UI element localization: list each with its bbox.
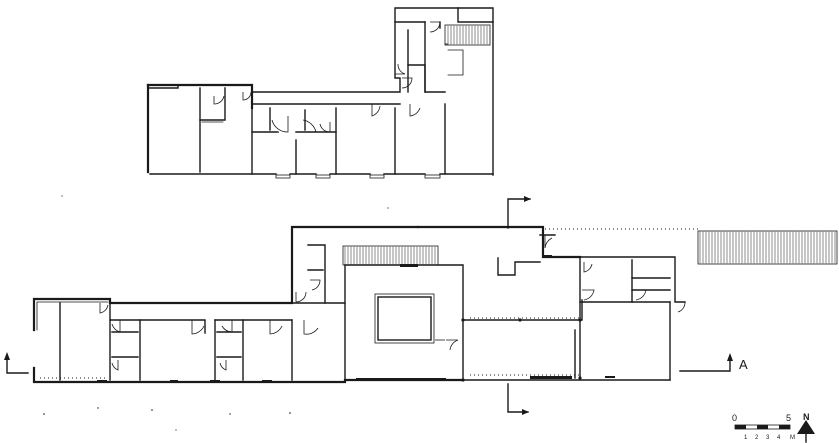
section-marker-label: A — [739, 357, 748, 372]
speckle-marks — [43, 195, 389, 431]
north-arrow-icon — [797, 420, 815, 434]
upper-stair — [444, 24, 491, 76]
upper-interior-walls — [199, 7, 494, 175]
scale-tick-1: 1 — [744, 435, 748, 441]
section-arrow-top — [507, 196, 531, 229]
scale-tick-2: 2 — [755, 435, 759, 441]
section-arrow-left — [4, 352, 29, 374]
scale-tick-5: 5 — [786, 413, 791, 423]
upper-stair-treads — [447, 25, 488, 45]
upper-doors — [213, 21, 441, 133]
ground-stairs — [342, 230, 838, 266]
ground-stair-treads — [344, 246, 436, 265]
ground-outer-walls — [32, 225, 686, 384]
column-marks — [461, 318, 582, 382]
section-arrow-right: A — [679, 353, 748, 372]
scale-tick-0: 0 — [732, 413, 737, 423]
courtyard — [374, 293, 435, 344]
ground-sills — [97, 255, 615, 383]
scale-tick-4: 4 — [777, 435, 781, 441]
ground-doors — [99, 235, 686, 371]
north-arrow: N — [797, 412, 815, 443]
scale-tick-3: 3 — [766, 435, 770, 441]
scale-bar: 0 1 2 3 4 5 M — [732, 413, 795, 441]
section-arrows: A — [4, 196, 748, 415]
upper-window-sills — [275, 174, 441, 179]
upper-floor-plan — [146, 7, 494, 179]
scale-unit-label: M — [790, 435, 795, 441]
ground-floor-plan — [32, 225, 838, 384]
north-label: N — [803, 412, 810, 422]
section-arrow-bottom — [507, 383, 529, 415]
exterior-stair-treads — [699, 231, 836, 264]
